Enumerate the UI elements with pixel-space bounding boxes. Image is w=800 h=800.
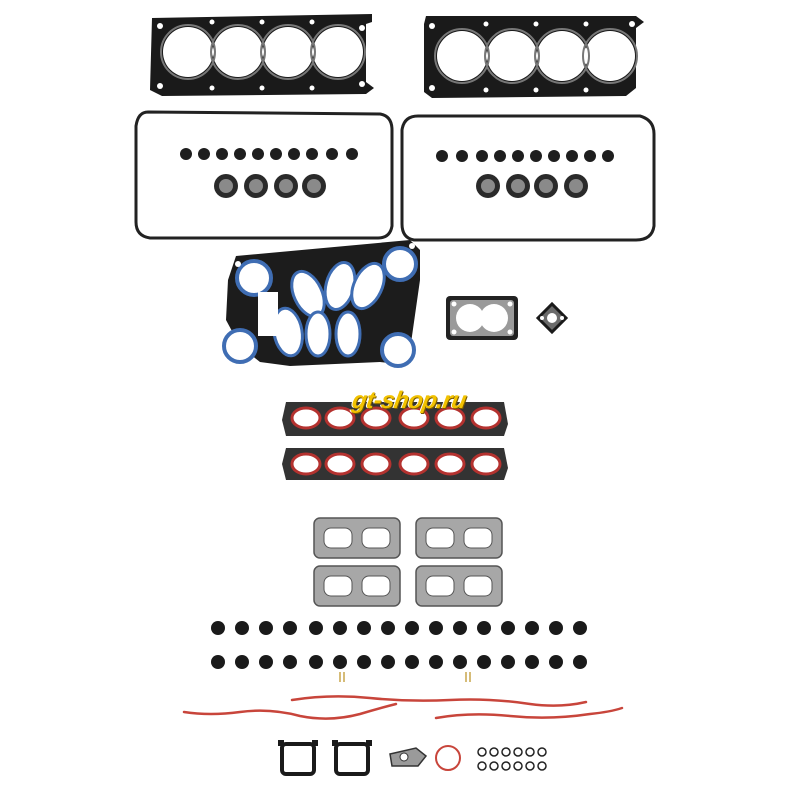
timing-cover-seals xyxy=(182,695,624,720)
cylinder-head-gasket-right xyxy=(424,16,644,98)
intake-manifold-gasket-upper xyxy=(282,402,508,436)
spark-plug-seals-right xyxy=(476,174,588,198)
grommet-row-right xyxy=(436,150,614,162)
exhaust-gasket-1 xyxy=(313,517,401,559)
small-square-gasket-left xyxy=(278,740,318,776)
exhaust-gasket-4 xyxy=(415,565,503,607)
intake-plenum-gasket xyxy=(222,240,420,368)
valve-stem-seals-row-2 xyxy=(211,655,587,669)
small-o-rings xyxy=(477,747,547,771)
valve-cover-gasket-right xyxy=(400,114,656,242)
exhaust-gasket-3 xyxy=(313,565,401,607)
valve-stem-seals-row-1 xyxy=(211,621,587,635)
egr-gasket xyxy=(535,301,569,335)
watermark-logo: gt-shop.ru xyxy=(349,387,469,414)
cylinder-head-gasket-left xyxy=(150,14,374,96)
pcv-gasket xyxy=(389,747,428,767)
exhaust-gasket-2 xyxy=(415,517,503,559)
valve-cover-gasket-left xyxy=(134,110,394,240)
o-ring-red xyxy=(435,745,461,771)
small-square-gasket-right xyxy=(332,740,372,776)
grommet-row-left xyxy=(180,148,358,160)
intake-manifold-gasket-lower xyxy=(282,448,508,480)
throttle-body-gasket xyxy=(446,296,518,340)
spark-plug-seals-left xyxy=(214,174,326,198)
clips xyxy=(339,672,471,682)
